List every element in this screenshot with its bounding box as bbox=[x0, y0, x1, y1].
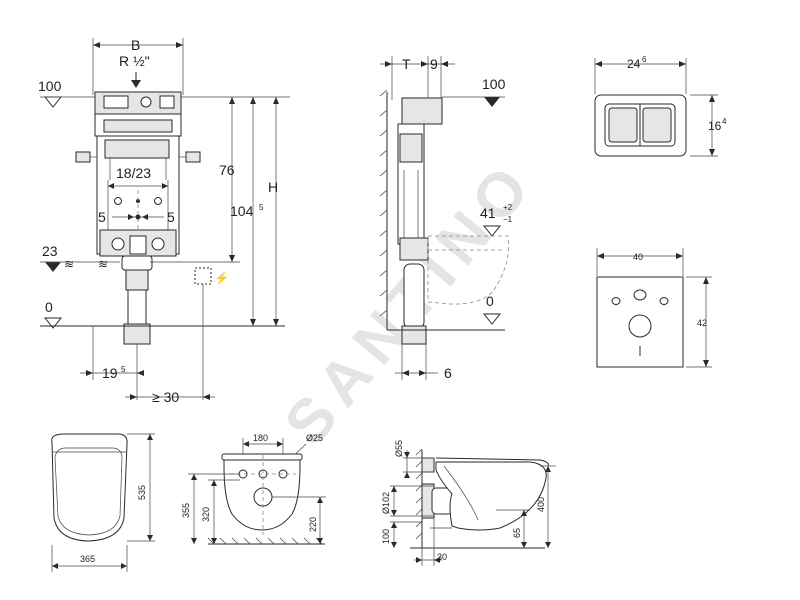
level-0-label: 0 bbox=[45, 299, 53, 315]
dim-r-label: R ½" bbox=[119, 53, 150, 69]
electrical-symbol: ⚡ bbox=[214, 271, 229, 285]
side-tol-minus: −1 bbox=[503, 215, 513, 224]
dim-5-left-label: 5 bbox=[98, 209, 106, 225]
dim-t-label: T bbox=[402, 56, 411, 72]
dim-104-label: 104 bbox=[230, 203, 254, 219]
front-dim-220-label: 220 bbox=[308, 517, 318, 532]
plate-width-label: 24 bbox=[627, 57, 641, 71]
dim-h-label: H bbox=[268, 179, 278, 195]
front-dim-180-label: 180 bbox=[253, 433, 268, 443]
bowl-side-view: Ø55 Ø102 100 30 65 400 bbox=[381, 440, 556, 566]
plate-width-sup: 6 bbox=[642, 55, 647, 64]
bowl-width-label: 365 bbox=[80, 554, 95, 564]
side-level-41-label: 41 bbox=[480, 205, 496, 221]
dim-19-sup: 5 bbox=[121, 365, 126, 374]
frame-side-view: T 9 100 41 +2 −1 bbox=[379, 56, 513, 381]
dim-30-label: ≥ 30 bbox=[152, 389, 179, 405]
frame-front-view: B R ½" 100 18/23 bbox=[38, 37, 290, 405]
side-tol-plus: +2 bbox=[503, 203, 513, 212]
side-level-0-label: 0 bbox=[486, 293, 494, 309]
dim-b-label: B bbox=[131, 37, 140, 53]
water-wave-symbol-2: ≋ bbox=[98, 257, 108, 271]
sound-panel-view: 40 42 bbox=[596, 248, 712, 368]
side-dim-100-label: 100 bbox=[381, 529, 391, 544]
front-dim-320-label: 320 bbox=[201, 507, 211, 522]
dim-9-label: 9 bbox=[430, 56, 438, 72]
panel-width-label: 40 bbox=[633, 252, 643, 262]
front-dim-355-label: 355 bbox=[181, 503, 191, 518]
side-dim-102-label: Ø102 bbox=[381, 492, 391, 514]
front-dim-25-label: Ø25 bbox=[306, 433, 323, 443]
dim-104-sup: 5 bbox=[259, 203, 264, 212]
bowl-front-view: 180 Ø25 355 320 220 bbox=[181, 433, 326, 545]
flush-plate-view: 24 6 16 4 bbox=[594, 55, 727, 157]
dim-18-23-label: 18/23 bbox=[116, 165, 151, 181]
side-dim-65-label: 65 bbox=[512, 528, 522, 538]
side-dim-55-label: Ø55 bbox=[394, 440, 404, 457]
side-dim-30-label: 30 bbox=[437, 552, 447, 562]
side-dim-400-label: 400 bbox=[536, 497, 546, 512]
dim-6-label: 6 bbox=[444, 365, 452, 381]
plate-height-label: 16 bbox=[708, 119, 722, 133]
panel-height-label: 42 bbox=[697, 318, 707, 328]
bowl-length-label: 535 bbox=[137, 485, 147, 500]
side-level-100-label: 100 bbox=[482, 76, 506, 92]
plate-height-sup: 4 bbox=[722, 117, 727, 126]
dim-19-label: 19 bbox=[102, 365, 118, 381]
bowl-top-view: 535 365 bbox=[51, 433, 155, 572]
dim-5-right-label: 5 bbox=[167, 209, 175, 225]
level-100-label: 100 bbox=[38, 78, 62, 94]
level-23-label: 23 bbox=[42, 243, 58, 259]
water-wave-symbol: ≋ bbox=[64, 257, 74, 271]
dim-76-label: 76 bbox=[219, 162, 235, 178]
